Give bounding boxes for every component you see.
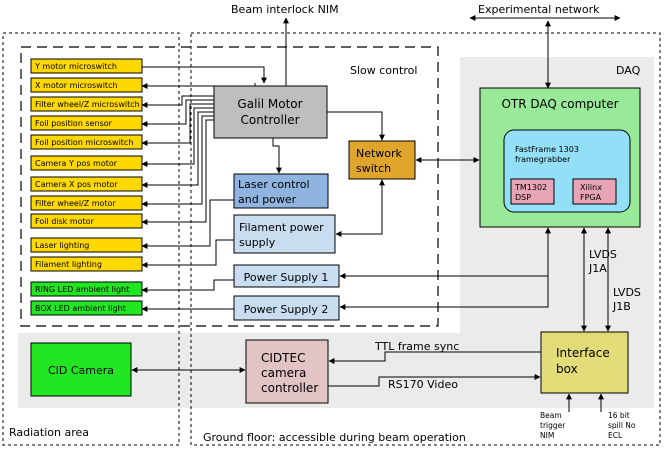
- beam-interlock-label: Beam interlock NIM: [231, 3, 339, 16]
- galil-wires: [141, 66, 267, 312]
- spill-line1: 16 bit: [608, 411, 630, 420]
- ground-floor-label: Ground floor: accessible during beam ope…: [203, 431, 466, 444]
- tm1302-label-line1: TM1302: [514, 183, 547, 192]
- fastframe-label-line2: framegrabber: [515, 155, 571, 164]
- device-item: Camera X pos motor: [30, 176, 143, 192]
- filament-power-supply-block: [233, 214, 336, 254]
- device-label: Camera Y pos motor: [35, 159, 118, 168]
- device-label: Filter wheel/Z microswitch: [35, 100, 140, 109]
- device-label: X motor microswitch: [35, 81, 118, 90]
- device-label: Filter wheel/Z motor: [35, 199, 116, 208]
- galil-motor-controller: [213, 85, 328, 139]
- device-item: Camera Y pos motor: [30, 155, 143, 171]
- device-label: Filament lighting: [35, 260, 102, 269]
- rs170-video-label: RS170 Video: [388, 378, 458, 391]
- network-switch-block: [348, 140, 416, 180]
- cidtec-label-line3: controller: [261, 381, 318, 395]
- beam-trigger-line2: trigger: [540, 421, 566, 430]
- interface-label-line2: box: [556, 362, 578, 376]
- cid-camera-label: CID Camera: [48, 364, 114, 377]
- device-label: Laser lighting: [35, 241, 89, 250]
- interface-label-line1: Interface: [556, 346, 610, 360]
- otr-daq-label: OTR DAQ computer: [501, 97, 618, 111]
- interface-box-block: [540, 331, 629, 394]
- connections: [131, 15, 621, 412]
- spill-line3: ECL: [608, 431, 623, 440]
- galil-label-line2: Controller: [240, 113, 299, 127]
- galil-label-line1: Galil Motor: [237, 97, 302, 111]
- daq-label: DAQ: [616, 64, 641, 77]
- device-item: Laser lighting: [30, 237, 143, 253]
- cid-camera-block: [30, 342, 132, 397]
- power-supply-2-block: [233, 295, 340, 321]
- spill-line2: spill No: [608, 421, 636, 430]
- device-item: BOX LED ambient light: [30, 300, 143, 316]
- ps1-label: Power Supply 1: [244, 271, 329, 284]
- beam-trigger-line3: NIM: [540, 431, 554, 440]
- cidtec-label-line2: camera: [261, 366, 306, 380]
- device-item: Foil position microswitch: [30, 134, 143, 150]
- device-label: BOX LED ambient light: [35, 304, 126, 313]
- device-label: Foil disk motor: [35, 217, 95, 226]
- lvds-j1b-line1: LVDS: [613, 286, 641, 299]
- ps2-label: Power Supply 2: [244, 303, 329, 316]
- device-item: Foil disk motor: [30, 213, 143, 229]
- device-item: RING LED ambient light: [30, 281, 143, 297]
- lvds-j1b-line2: J1B: [612, 300, 631, 313]
- lvds-j1a-line2: J1A: [588, 262, 607, 275]
- device-label: Foil position microswitch: [35, 138, 133, 147]
- device-item: X motor microswitch: [30, 77, 143, 93]
- laser-label-line2: and power: [238, 193, 297, 206]
- device-item: Filter wheel/Z microswitch: [30, 96, 143, 112]
- switch-label-line2: switch: [356, 162, 391, 175]
- device-label: Foil position sensor: [35, 119, 113, 128]
- device-item: Y motor microswitch: [30, 58, 143, 74]
- device-item: Filament lighting: [30, 256, 143, 272]
- xilinx-label-line2: FPGA: [580, 193, 602, 202]
- lvds-j1a-line1: LVDS: [589, 248, 617, 261]
- beam-trigger-line1: Beam: [540, 411, 562, 420]
- slow-control-label: Slow control: [350, 64, 417, 77]
- filament-label-line1: Filament power: [239, 221, 324, 234]
- tm1302-dsp-chip: [510, 178, 555, 205]
- xilinx-fpga-chip: [572, 178, 617, 205]
- filament-label-line2: supply: [239, 236, 276, 249]
- device-item: Foil position sensor: [30, 115, 143, 131]
- device-box: [30, 58, 143, 74]
- device-item: Filter wheel/Z motor: [30, 195, 143, 211]
- experimental-network-label: Experimental network: [478, 3, 600, 16]
- laser-label-line1: Laser control: [238, 178, 310, 191]
- laser-control-block: [233, 173, 329, 209]
- cidtec-controller-block: [245, 339, 329, 404]
- radiation-area-label: Radiation area: [9, 426, 89, 439]
- power-supply-1-block: [233, 264, 340, 288]
- slow-control-border: [20, 46, 439, 327]
- device-label: Camera X pos motor: [35, 180, 118, 189]
- tm1302-label-line2: DSP: [515, 193, 531, 202]
- fastframe-label-line1: FastFrame 1303: [515, 145, 579, 154]
- ttl-frame-sync-label: TTL frame sync: [374, 340, 459, 353]
- xilinx-label-line1: Xilinx: [580, 183, 602, 192]
- device-label: Y motor microswitch: [34, 62, 117, 71]
- cidtec-label-line1: CIDTEC: [261, 351, 305, 365]
- ground-floor-border: [190, 32, 661, 446]
- switch-label-line1: Network: [356, 147, 403, 160]
- device-label: RING LED ambient light: [35, 285, 129, 294]
- device-list: Y motor microswitch X motor microswitchFi…: [30, 58, 143, 316]
